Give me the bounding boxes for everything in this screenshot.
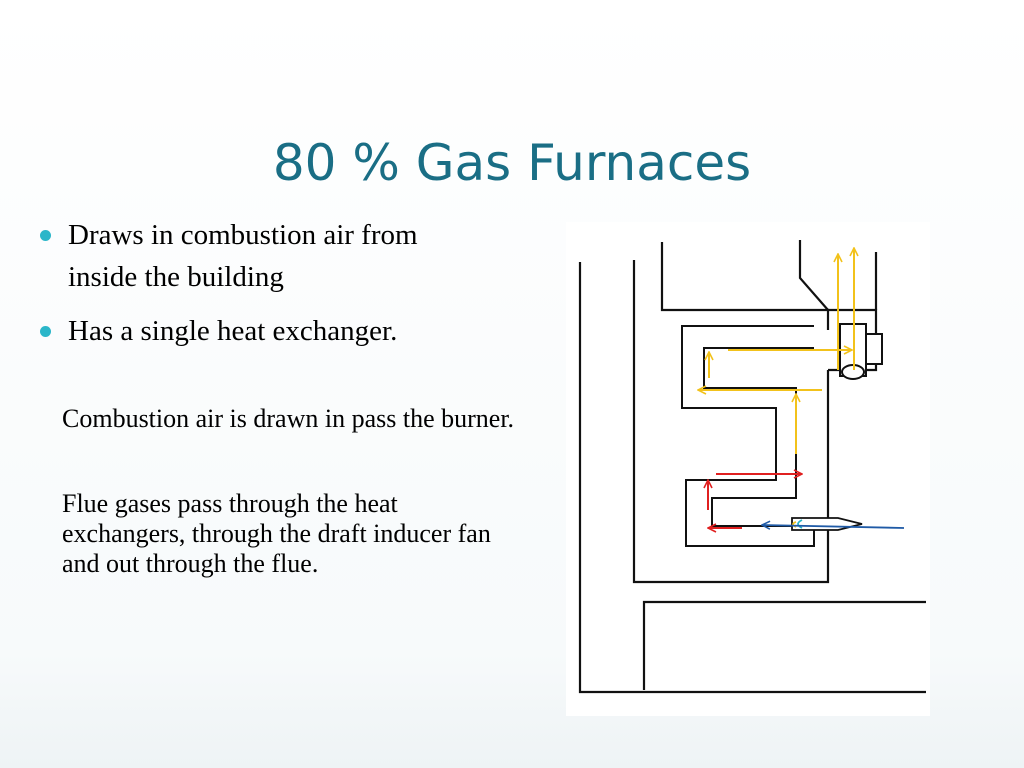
bullet-dot-icon xyxy=(40,326,51,337)
bullet-text: Has a single heat exchanger. xyxy=(68,315,398,347)
bullet-list: Draws in combustion air from inside the … xyxy=(38,214,478,364)
combustion-air-paragraph: Combustion air is drawn in pass the burn… xyxy=(62,404,515,433)
furnace-diagram-svg xyxy=(578,240,926,694)
flue-gas-flow-arrows xyxy=(698,248,854,454)
furnace-cabinet xyxy=(578,240,926,694)
flue-gas-paragraph: Flue gases pass through the heat exchang… xyxy=(62,489,491,578)
air-intake-arrow xyxy=(762,525,905,528)
furnace-diagram xyxy=(566,222,930,716)
burner xyxy=(791,517,863,531)
bullet-text: Draws in combustion air from inside the … xyxy=(68,219,418,293)
slide-title: 80 % Gas Furnaces xyxy=(272,134,752,192)
bullet-item: Draws in combustion air from inside the … xyxy=(38,214,478,298)
combustion-flow-arrows xyxy=(708,474,802,528)
bullet-dot-icon xyxy=(40,230,51,241)
bullet-item: Has a single heat exchanger. xyxy=(38,310,478,352)
heat-exchanger xyxy=(681,325,815,547)
